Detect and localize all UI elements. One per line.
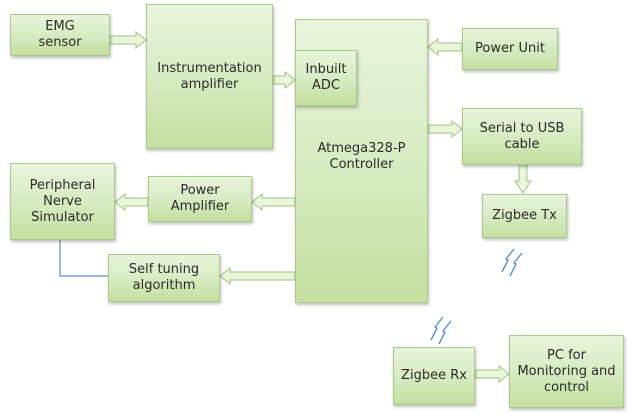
inbuilt-adc-block: Inbuilt ADC: [295, 50, 357, 106]
pc-monitoring-block: PC for Monitoring and control: [509, 335, 624, 408]
power-amplifier-block: Power Amplifier: [148, 176, 252, 222]
arrow-zigbee-rx-to-pc: [474, 364, 510, 384]
arrow-controller-to-serial: [427, 119, 463, 139]
arrow-serial-to-zigbee-tx: [514, 164, 532, 194]
controller-label: Atmega328-P Controller: [317, 141, 406, 172]
power-unit-block: Power Unit: [462, 28, 558, 70]
wireless-signal-rx-b: [438, 320, 452, 345]
zigbee-rx-block: Zigbee Rx: [393, 347, 475, 405]
feedback-line: [59, 240, 108, 277]
arrow-instrumentation-to-adc: [272, 70, 296, 90]
arrow-controller-to-power-amplifier: [251, 192, 296, 212]
emg-sensor-block: EMG sensor: [10, 14, 110, 56]
arrow-controller-to-self-tuning: [219, 266, 296, 286]
wireless-signal-rx-a: [430, 316, 444, 341]
wireless-signal-tx-b: [509, 252, 523, 277]
instrumentation-amplifier-block: Instrumentation amplifier: [146, 4, 273, 149]
arrow-power-unit-to-controller: [427, 37, 463, 57]
peripheral-nerve-simulator-block: Peripheral Nerve Simulator: [10, 163, 115, 240]
serial-to-usb-block: Serial to USB cable: [462, 108, 582, 165]
arrow-emg-to-instrumentation: [109, 30, 147, 50]
arrow-power-amplifier-to-nerve-simulator: [114, 192, 149, 212]
wireless-signal-tx-a: [501, 248, 515, 273]
zigbee-tx-block: Zigbee Tx: [482, 194, 567, 238]
self-tuning-algorithm-block: Self tuning algorithm: [108, 254, 220, 302]
